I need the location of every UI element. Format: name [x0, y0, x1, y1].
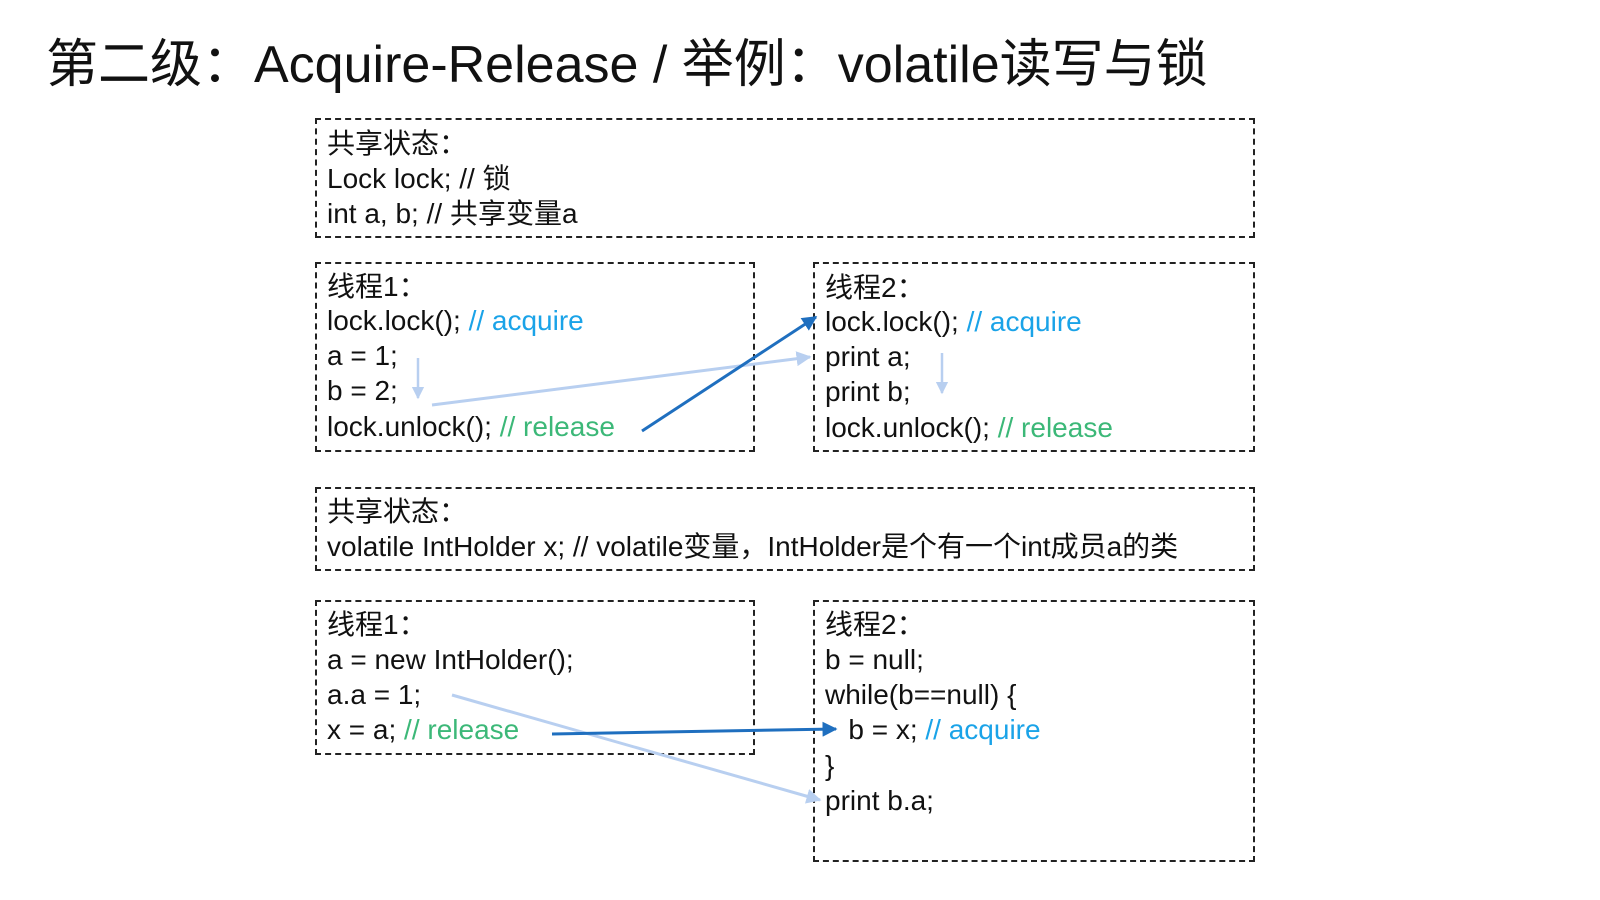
read-code: b = x;	[825, 714, 926, 745]
lock-code: lock.lock();	[327, 305, 469, 336]
thread1-publish-line: x = a; // release	[327, 712, 519, 747]
unlock-code: lock.unlock();	[825, 412, 998, 443]
shared-state-header: 共享状态：	[327, 496, 468, 527]
thread1-unlock-line: lock.unlock(); // release	[327, 409, 615, 444]
release-comment: // release	[997, 412, 1113, 443]
acquire-comment: // acquire	[966, 306, 1082, 337]
unlock-code: lock.unlock();	[327, 411, 500, 442]
thread1-line-b: b = 2;	[327, 375, 398, 406]
thread2-unlock-line: lock.unlock(); // release	[825, 410, 1113, 445]
thread1-line-new: a = new IntHolder();	[327, 644, 574, 675]
thread1-lock-line: lock.lock(); // acquire	[327, 303, 584, 338]
thread2-print-b: print b;	[825, 376, 911, 407]
thread2-print-a: print a;	[825, 341, 911, 372]
thread2-line-null: b = null;	[825, 644, 924, 675]
page-title: 第二级：Acquire-Release / 举例：volatile读写与锁	[46, 36, 1208, 94]
thread2-header: 线程2：	[825, 272, 925, 303]
thread2-line-close: }	[825, 750, 835, 781]
thread2-read-line: b = x; // acquire	[825, 712, 1041, 747]
acquire-comment: // acquire	[925, 714, 1041, 745]
publish-code: x = a;	[327, 714, 405, 745]
thread1-line-assign: a.a = 1;	[327, 679, 422, 710]
thread1-line-a: a = 1;	[327, 340, 398, 371]
shared-state-box-2	[315, 487, 1255, 571]
thread2-lock-line: lock.lock(); // acquire	[825, 304, 1082, 339]
lock-code: lock.lock();	[825, 306, 967, 337]
thread2-line-print: print b.a;	[825, 785, 934, 816]
volatile-declaration: volatile IntHolder x; // volatile变量，IntH…	[327, 531, 1179, 562]
shared-state-box-1	[315, 118, 1255, 238]
thread1-header: 线程1：	[327, 271, 427, 302]
acquire-comment: // acquire	[468, 305, 584, 336]
lock-declaration: Lock lock; // 锁	[327, 163, 511, 194]
thread1-header: 线程1：	[327, 609, 427, 640]
shared-state-header: 共享状态：	[327, 128, 468, 159]
release-comment: // release	[404, 714, 520, 745]
release-comment: // release	[499, 411, 615, 442]
thread2-header: 线程2：	[825, 609, 925, 640]
shared-vars-declaration: int a, b; // 共享变量a	[327, 198, 578, 229]
thread2-line-while: while(b==null) {	[825, 679, 1017, 710]
